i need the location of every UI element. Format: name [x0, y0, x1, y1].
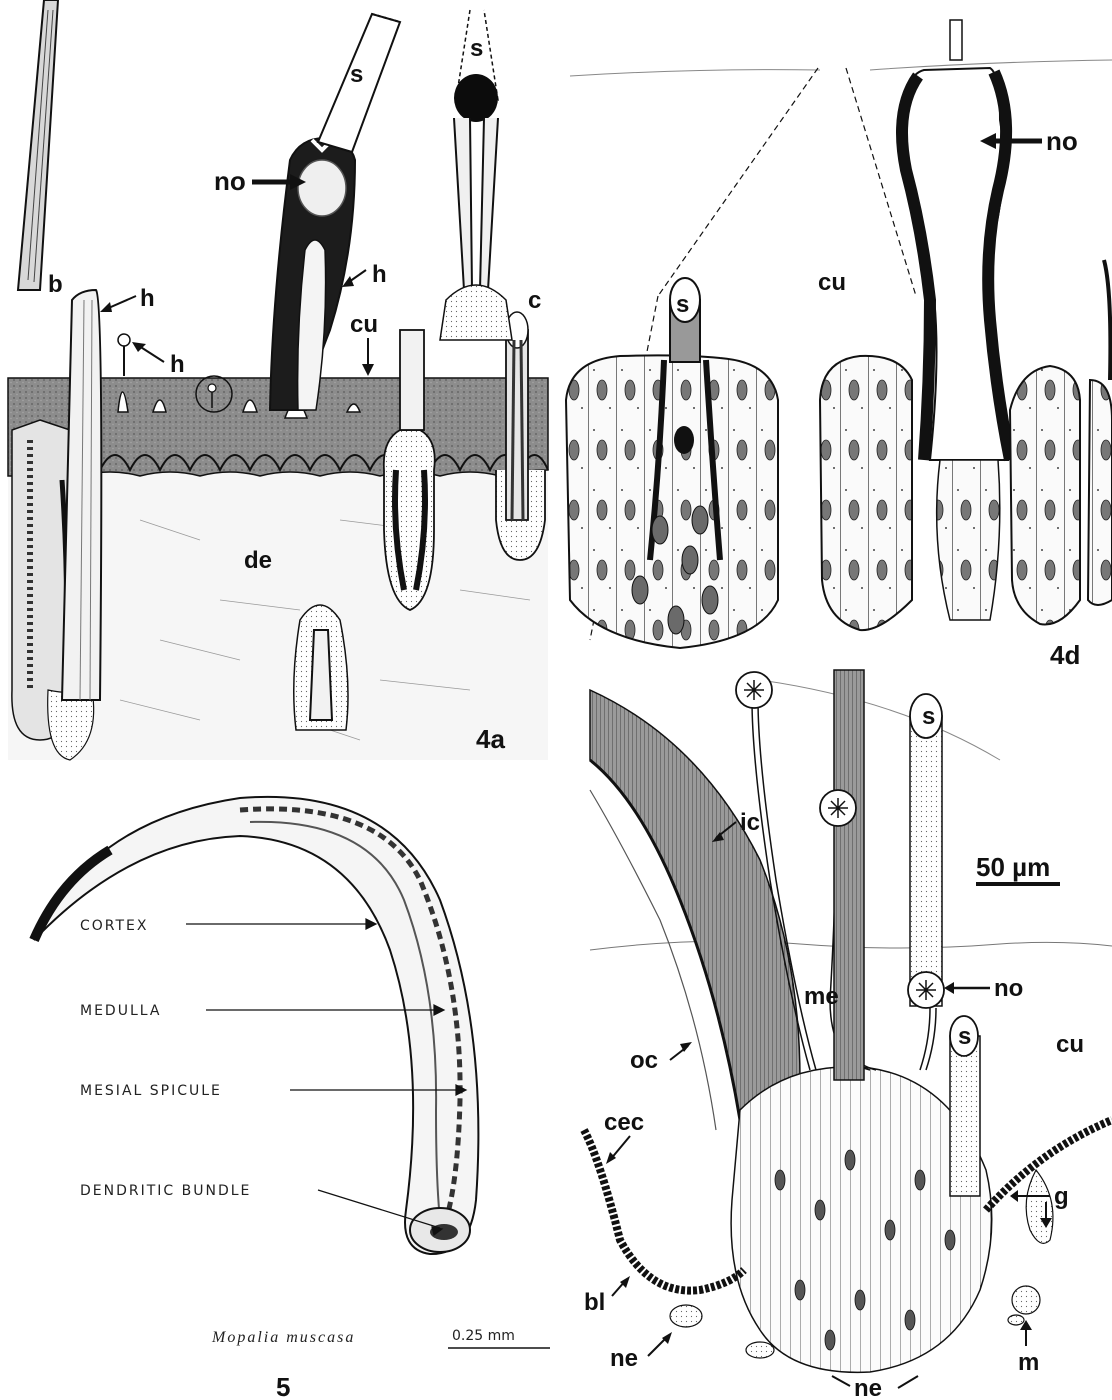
label-6-me: me [804, 983, 839, 1010]
cell-cluster-left [566, 278, 778, 648]
follicle-right-1 [384, 330, 435, 610]
label-4a-s-detail: s [470, 35, 483, 62]
label-4a-s: s [350, 61, 363, 88]
scale-label-5: 0.25 mm [452, 1328, 515, 1344]
sublabel-b: b [48, 271, 63, 298]
label-dendritic-bundle: DENDRITIC BUNDLE [80, 1183, 251, 1199]
panel-label-5: 5 [276, 1372, 290, 1400]
label-4a-h-3: h [372, 261, 387, 288]
label-6-ne-2: ne [854, 1375, 882, 1400]
label-6-bl: bl [584, 1289, 605, 1316]
species-name: Mopalia muscasa [211, 1329, 355, 1346]
label-6-ne-1: ne [610, 1345, 638, 1372]
label-4d-cu: cu [818, 269, 846, 296]
small-hair-h [118, 334, 130, 376]
label-6-s-2: s [958, 1023, 971, 1050]
megalaesthete-stalk-2 [910, 716, 942, 1006]
label-4a-de: de [244, 547, 272, 574]
panel-label-4d: 4d [1050, 640, 1080, 670]
megalaesthete-stalk-3 [950, 1036, 980, 1196]
dermis-follicle [294, 605, 348, 730]
label-4a-h-1: h [140, 285, 155, 312]
label-4d-no: no [1046, 126, 1078, 156]
label-6-oc: oc [630, 1047, 658, 1074]
megalaesthete-stalk-1 [834, 670, 864, 1080]
cell-cluster-right [1010, 366, 1080, 625]
cell-cluster-middle [820, 356, 912, 630]
label-4a-no: no [214, 166, 246, 196]
sublabel-c: c [528, 287, 541, 314]
label-4d-s: s [676, 291, 689, 318]
label-6-s-1: s [922, 703, 935, 730]
figure-5: CORTEX MEDULLA MESIAL SPICULE DENDRITIC … [34, 797, 550, 1400]
label-4a-cu: cu [350, 311, 378, 338]
label-cortex: CORTEX [80, 918, 149, 934]
large-spicule-shaft [590, 690, 800, 1130]
label-6-no: no [994, 975, 1023, 1002]
label-6-m: m [1018, 1349, 1039, 1376]
label-6-cec: cec [604, 1109, 644, 1136]
label-6-cu: cu [1056, 1031, 1084, 1058]
figure-4d: s no cu 4d [566, 20, 1112, 670]
label-mesial-spicule: MESIAL SPICULE [80, 1083, 222, 1099]
sensory-hair-4d [902, 20, 1010, 620]
label-6-g: g [1054, 1183, 1069, 1210]
label-4a-h-2: h [170, 351, 185, 378]
panel-label-4a: 4a [476, 724, 505, 754]
canal-epithelium [584, 1130, 744, 1291]
label-6-ic: ic [740, 809, 760, 836]
figure-6: ic me s s 50 µm no cu oc cec g bl ne ne … [584, 670, 1112, 1400]
bristle-b-drawing [18, 0, 58, 290]
scale-label-6: 50 µm [976, 852, 1050, 882]
label-medulla: MEDULLA [80, 1003, 161, 1019]
figure-4a: b [8, 0, 548, 760]
sensory-hair-center [270, 138, 355, 410]
